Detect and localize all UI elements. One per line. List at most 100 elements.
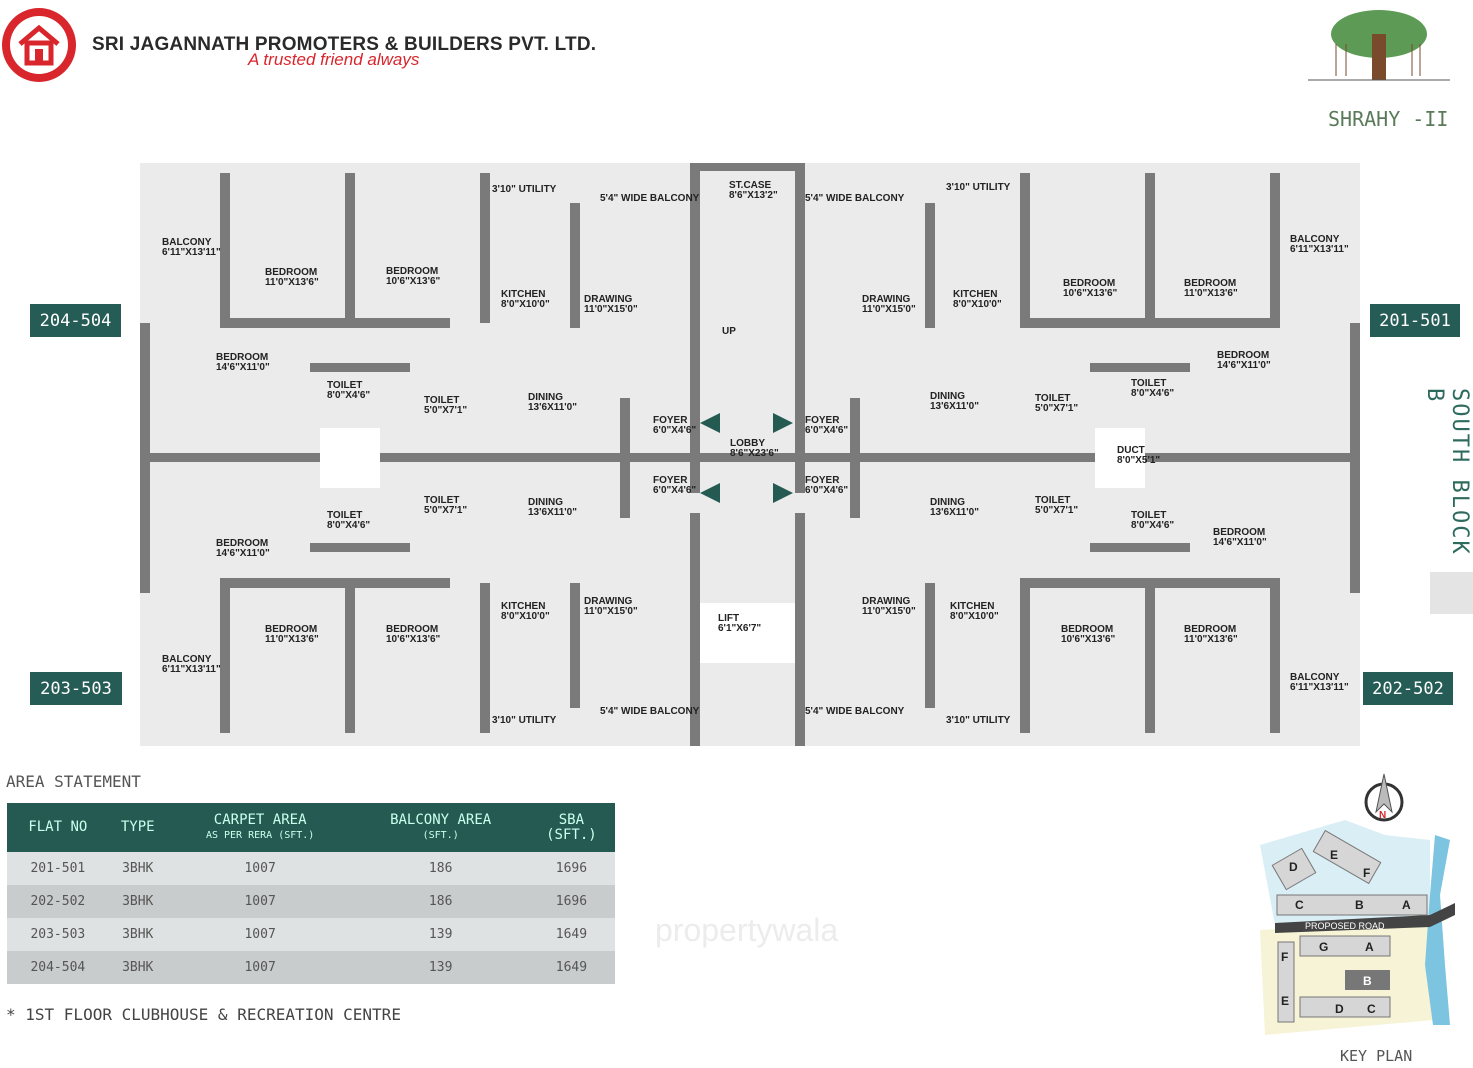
room-name: KITCHEN — [501, 289, 546, 300]
room-size: 11'0"X13'6" — [265, 277, 319, 288]
room-name: TOILET — [327, 510, 363, 521]
room-size: 10'6"X13'6" — [1063, 288, 1118, 299]
table-cell: 1649 — [527, 918, 615, 951]
unit-tag-201-501: 201-501 — [1370, 304, 1460, 337]
svg-text:A: A — [1402, 898, 1411, 912]
room-name: DINING — [930, 391, 965, 402]
area-statement-title: AREA STATEMENT — [6, 772, 141, 791]
room-size: 5'0"X7'1" — [424, 405, 468, 416]
room-label: 5'4" WIDE BALCONY — [805, 194, 904, 204]
col-type: TYPE — [108, 803, 167, 852]
room-name: BEDROOM — [386, 624, 439, 635]
room-size: 11'0"X13'6" — [1184, 288, 1238, 299]
entry-arrows — [700, 413, 793, 503]
room-size: 8'0"X4'6" — [327, 390, 371, 401]
key-plan-title: KEY PLAN — [1340, 1047, 1413, 1065]
svg-text:E: E — [1330, 848, 1338, 862]
room-size: 6'0"X4'6" — [653, 485, 697, 496]
room-size: 6'0"X4'6" — [805, 485, 849, 496]
room-name: BEDROOM — [265, 267, 318, 278]
col-flat-no: FLAT NO — [7, 803, 109, 852]
room-name: BALCONY — [162, 654, 212, 665]
room-size: 11'0"X13'6" — [1184, 634, 1238, 645]
room-size: 14'6"X11'0" — [216, 548, 270, 559]
room-size: 11'0"X13'6" — [265, 634, 319, 645]
room-name: FOYER — [653, 475, 688, 486]
svg-text:C: C — [1367, 1002, 1376, 1016]
room-name: TOILET — [1131, 378, 1167, 389]
room-name: 5'4" WIDE BALCONY — [600, 193, 700, 204]
room-size: 6'11"X13'11" — [162, 664, 221, 675]
room-name: FOYER — [805, 415, 840, 426]
col-sba: SBA(SFT.) — [527, 803, 615, 852]
room-size: 13'6X11'0" — [930, 401, 979, 412]
room-name: DUCT — [1117, 445, 1145, 456]
table-cell: 139 — [353, 918, 528, 951]
table-cell: 203-503 — [7, 918, 109, 951]
room-name: TOILET — [1035, 393, 1071, 404]
room-size: 14'6"X11'0" — [1217, 360, 1271, 371]
table-cell: 3BHK — [108, 918, 167, 951]
room-size: 10'6"X13'6" — [386, 276, 441, 287]
room-size: 10'6"X13'6" — [386, 634, 441, 645]
room-name: TOILET — [327, 380, 363, 391]
svg-text:F: F — [1363, 866, 1370, 880]
room-size: 6'11"X13'11" — [162, 247, 221, 258]
room-label: 3'10" UTILITY — [946, 716, 1010, 726]
svg-text:G: G — [1319, 940, 1328, 954]
table-cell: 1696 — [527, 885, 615, 918]
project-name: SHRAHY -II — [1328, 107, 1449, 131]
table-cell: 1007 — [166, 852, 354, 885]
room-size: 14'6"X11'0" — [216, 362, 270, 373]
room-size: 13'6X11'0" — [528, 507, 577, 518]
room-size: 11'0"X15'0" — [862, 304, 916, 315]
room-name: DINING — [528, 497, 563, 508]
room-name: KITCHEN — [953, 289, 998, 300]
table-cell: 201-501 — [7, 852, 109, 885]
room-label: 3'10" UTILITY — [492, 716, 556, 726]
room-size: 6'1"X6'7" — [718, 623, 762, 634]
footnote: * 1ST FLOOR CLUBHOUSE & RECREATION CENTR… — [6, 1005, 401, 1024]
unit-tag-202-502: 202-502 — [1363, 672, 1453, 705]
room-name: 5'4" WIDE BALCONY — [805, 193, 905, 204]
company-logo — [2, 8, 76, 82]
room-size: 8'0"X5'1" — [1117, 455, 1161, 466]
common-area-label: UP — [722, 327, 736, 337]
room-size: 8'0"X4'6" — [1131, 388, 1175, 399]
room-size: 13'6X11'0" — [528, 402, 577, 413]
table-cell: 3BHK — [108, 951, 167, 984]
room-size: 11'0"X15'0" — [862, 606, 916, 617]
room-name: FOYER — [805, 475, 840, 486]
room-size: 11'0"X15'0" — [584, 304, 638, 315]
svg-text:C: C — [1295, 898, 1304, 912]
room-size: 6'0"X4'6" — [653, 425, 697, 436]
room-size: 5'0"X7'1" — [1035, 505, 1079, 516]
room-name: 5'4" WIDE BALCONY — [805, 706, 905, 717]
room-name: DRAWING — [862, 294, 911, 305]
room-size: 10'6"X13'6" — [1061, 634, 1116, 645]
